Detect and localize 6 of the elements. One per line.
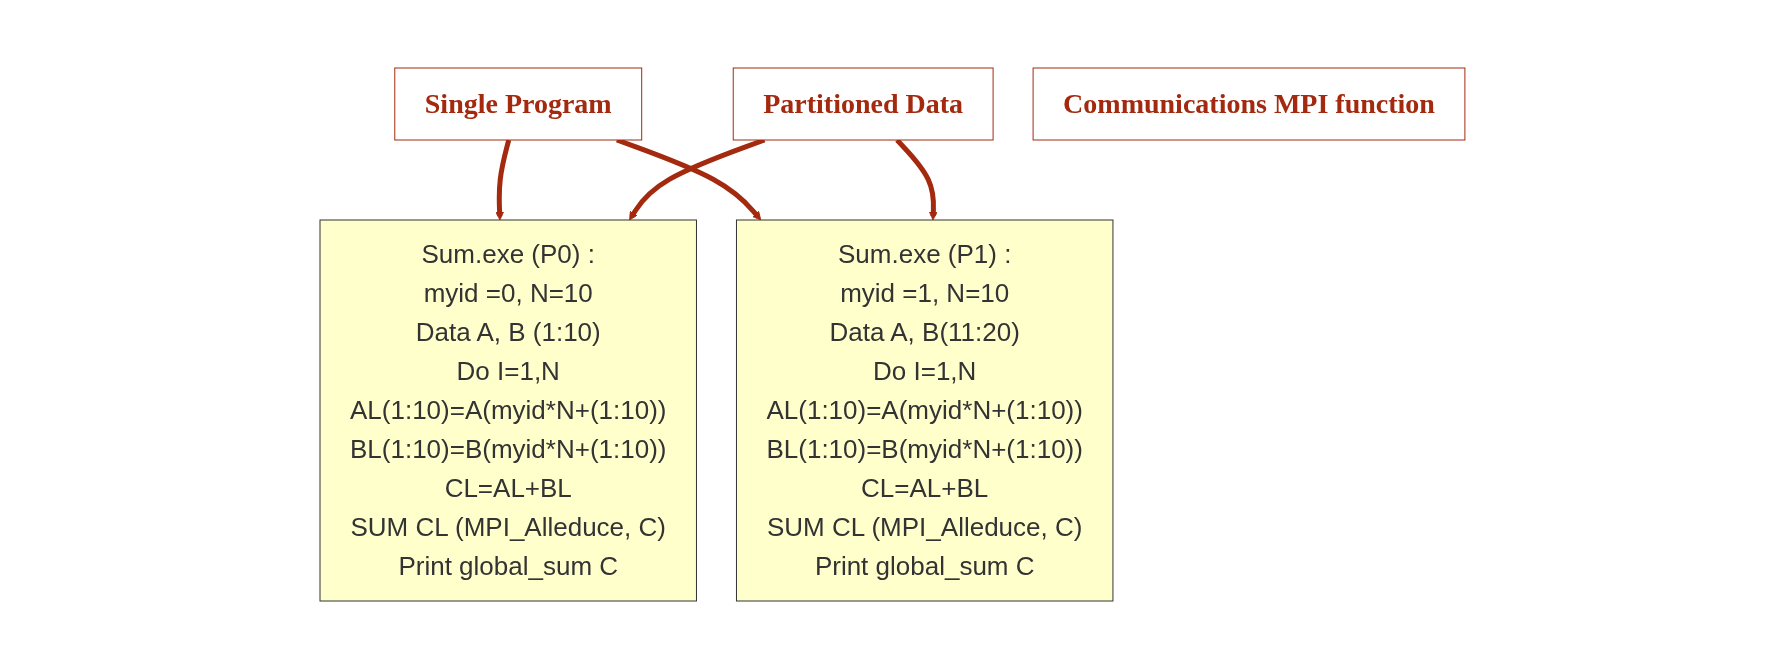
node-box: Sum.exe (P0) : myid =0, N=10 Data A, B (1:10) Do I=1,N AL(1:10)=A(myid*N+(1:10)) BL(1:10)=B(myid*N+(1:10)) CL=AL+BL SUM CL (MPI_Alleduce, C) Print global_sum C: [319, 219, 697, 601]
node-box: Communications MPI function: [1032, 67, 1466, 140]
node-box: Single Program: [394, 67, 643, 140]
node-box: Sum.exe (P1) : myid =1, N=10 Data A, B(11:20) Do I=1,N AL(1:10)=A(myid*N+(1:10)) BL(1:10)=B(myid*N+(1:10)) CL=AL+BL SUM CL (MPI_Alleduce, C) Print global_sum C: [736, 219, 1114, 601]
node-box: Partitioned Data: [732, 67, 994, 140]
arrow: [495, 138, 512, 220]
